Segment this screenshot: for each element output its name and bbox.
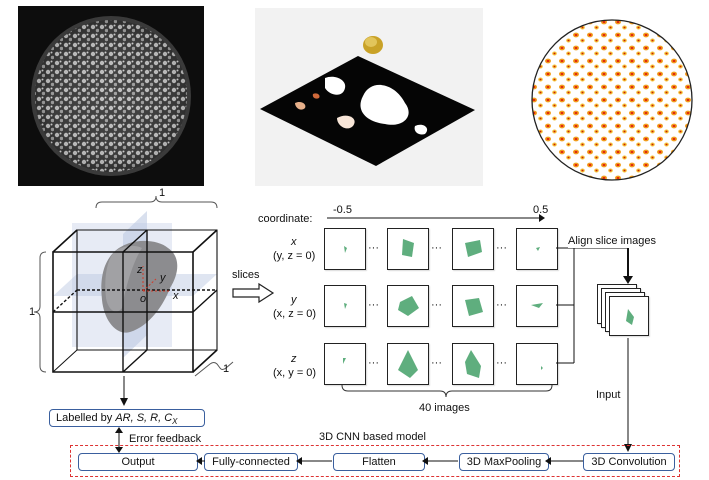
slice-render-graphic: [260, 36, 475, 166]
model-title: 3D CNN based model: [319, 431, 426, 443]
slice-tile: [324, 285, 366, 327]
images-count-label: 40 images: [419, 402, 470, 414]
slice-tile: [387, 343, 429, 385]
particle-heatmap-image: [530, 18, 695, 183]
coordinate-start: -0.5: [333, 204, 352, 216]
ellipsis: ···: [431, 299, 442, 311]
slice-tile: [387, 285, 429, 327]
error-feedback-label: Error feedback: [129, 433, 202, 445]
align-connector: [556, 247, 633, 364]
ellipsis: ···: [431, 357, 442, 369]
cube-diagram: [33, 195, 234, 377]
labelled-vars: AR, S, R, C: [115, 412, 173, 424]
slice-tile: [387, 228, 429, 270]
stack-layer-top: [609, 296, 649, 336]
coordinate-label: coordinate:: [258, 213, 313, 225]
ellipsis: ···: [496, 242, 507, 254]
slice-tile: [452, 228, 494, 270]
input-arrow: [624, 338, 632, 452]
labelled-prefix: Labelled by: [56, 412, 116, 424]
ellipsis: ···: [368, 357, 379, 369]
coordinate-end: 0.5: [533, 204, 549, 216]
row-z-axis: z: [291, 353, 297, 365]
row-x-axis: x: [291, 236, 297, 248]
flatten-box: Flatten: [333, 453, 425, 471]
pipeline-arrow: [422, 457, 458, 465]
maxpool-box: 3D MaxPooling: [459, 453, 549, 471]
ct-scan-image: [18, 6, 204, 186]
slice-render-image: [255, 8, 483, 186]
slices-arrow: [232, 282, 275, 304]
pipeline-arrow: [196, 457, 205, 465]
output-box: Output: [78, 453, 198, 471]
input-label: Input: [596, 389, 621, 402]
ellipsis: ···: [368, 299, 379, 311]
coordinate-arrow: [327, 214, 545, 222]
ellipsis: ···: [368, 242, 379, 254]
row-y-axis: y: [291, 294, 297, 306]
error-feedback-arrow: [115, 427, 123, 453]
model-frame: [70, 445, 680, 477]
align-label: Align slice images: [568, 235, 657, 248]
slice-tile: [516, 343, 558, 385]
slice-tile: [324, 343, 366, 385]
slice-tile: [452, 285, 494, 327]
slice-tile: [516, 228, 558, 270]
row-z-condition: (x, y = 0): [273, 367, 317, 379]
ct-scan-graphic: [31, 16, 191, 176]
origin-label: o: [140, 293, 147, 305]
axis-x-label: x: [173, 290, 179, 302]
cube-edge-right-label: 1: [223, 363, 230, 375]
axis-z-label: z: [137, 264, 143, 276]
labelled-by-box: Labelled by AR, S, R, CX: [49, 409, 205, 427]
labelled-subscript: X: [172, 417, 178, 427]
row-y-condition: (x, z = 0): [273, 308, 317, 320]
row-x-condition: (y, z = 0): [273, 250, 316, 262]
ellipsis: ···: [496, 299, 507, 311]
heatmap-graphic: [531, 19, 693, 181]
slices-label: slices: [232, 269, 260, 281]
cube-edge-left-label: 1: [29, 306, 36, 318]
label-arrow: [120, 376, 128, 406]
conv-box: 3D Convolution: [583, 453, 675, 471]
images-brace: [341, 384, 553, 398]
slice-tile: [516, 285, 558, 327]
fully-connected-box: Fully-connected: [204, 453, 298, 471]
pipeline-arrow: [296, 457, 332, 465]
cube-edge-top-label: 1: [159, 187, 166, 199]
slice-tile: [452, 343, 494, 385]
pipeline-arrow: [545, 457, 583, 465]
slice-tile: [324, 228, 366, 270]
axis-y-label: y: [160, 272, 166, 284]
ellipsis: ···: [431, 242, 442, 254]
ellipsis: ···: [496, 357, 507, 369]
